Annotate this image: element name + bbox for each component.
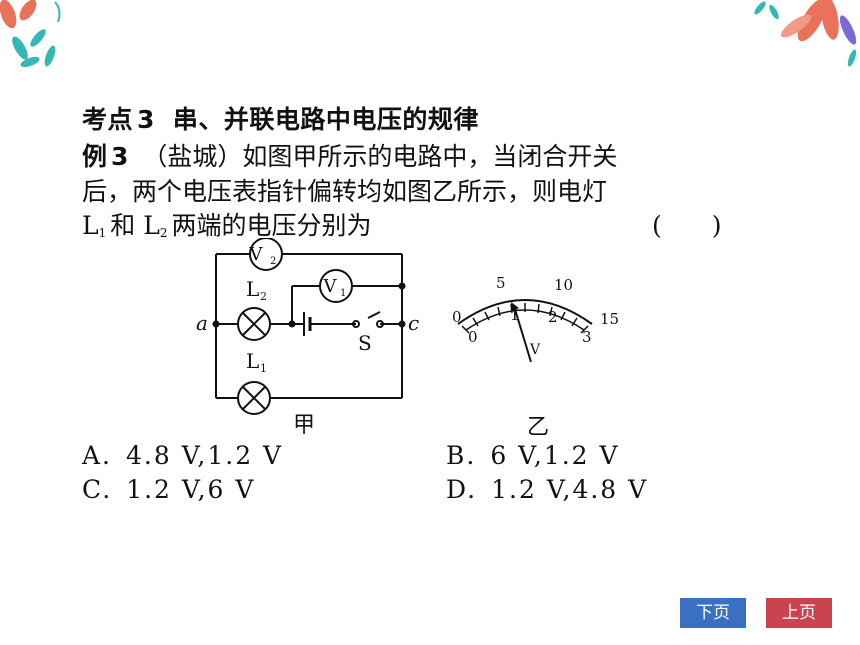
corner-leaves-decoration bbox=[0, 0, 61, 68]
question-text-1: （盐城）如图甲所示的电路中，当闭合开关 bbox=[142, 142, 618, 171]
option-d: D.1.2 V,4.8 V bbox=[446, 475, 649, 504]
dial-unit-label: V bbox=[529, 342, 541, 358]
answer-blank: ( ) bbox=[652, 211, 722, 240]
dial-outer-tick-5: 5 bbox=[496, 274, 506, 292]
circuit-and-meter-figure: V 2 V 1 L 2 L 1 a c S 甲 bbox=[196, 238, 619, 438]
lamp-l1-label: L bbox=[246, 349, 259, 373]
option-a: A.4.8 V,1.2 V bbox=[82, 441, 284, 470]
question-line-2: 后，两个电压表指针偏转均如图乙所示，则电灯 bbox=[82, 177, 608, 206]
node-a-label: a bbox=[196, 311, 208, 335]
dial-inner-tick-3: 3 bbox=[582, 328, 592, 346]
figure-yi-caption: 乙 bbox=[527, 415, 549, 438]
heading-number: 3 bbox=[137, 105, 155, 134]
figure-jia-caption: 甲 bbox=[293, 413, 315, 438]
dial-outer-tick-0: 0 bbox=[452, 308, 462, 326]
dial-inner-tick-1: 1 bbox=[510, 306, 520, 324]
dial-inner-tick-0: 0 bbox=[468, 328, 478, 346]
next-page-button[interactable]: 下页 bbox=[680, 598, 746, 628]
prev-page-button[interactable]: 上页 bbox=[766, 598, 832, 628]
dial-outer-tick-10: 10 bbox=[554, 276, 573, 294]
voltmeter-dial: 0 5 10 15 0 1 2 3 V 乙 bbox=[452, 274, 619, 438]
voltmeter-v1-label: V bbox=[323, 276, 338, 297]
lamp-l2-label: L bbox=[246, 277, 259, 301]
option-c: C.1.2 V,6 V bbox=[82, 475, 256, 504]
option-b: B.6 V,1.2 V bbox=[446, 441, 620, 470]
dial-inner-tick-2: 2 bbox=[548, 308, 558, 326]
node-c-label: c bbox=[408, 311, 419, 335]
heading-prefix: 考点 bbox=[82, 105, 134, 134]
voltmeter-v2-label: V bbox=[249, 244, 264, 265]
lamp-l2-sub: 2 bbox=[260, 290, 267, 303]
lamp-l1-sub: 1 bbox=[260, 362, 267, 375]
voltmeter-v2-sub: 2 bbox=[270, 256, 276, 267]
dial-outer-tick-15: 15 bbox=[600, 310, 619, 328]
corner-leaves-decoration-right bbox=[754, 0, 857, 67]
switch-s-label: S bbox=[358, 331, 372, 355]
voltmeter-v1-sub: 1 bbox=[340, 288, 346, 299]
heading-title: 串、并联电路中电压的规律 bbox=[172, 105, 479, 134]
